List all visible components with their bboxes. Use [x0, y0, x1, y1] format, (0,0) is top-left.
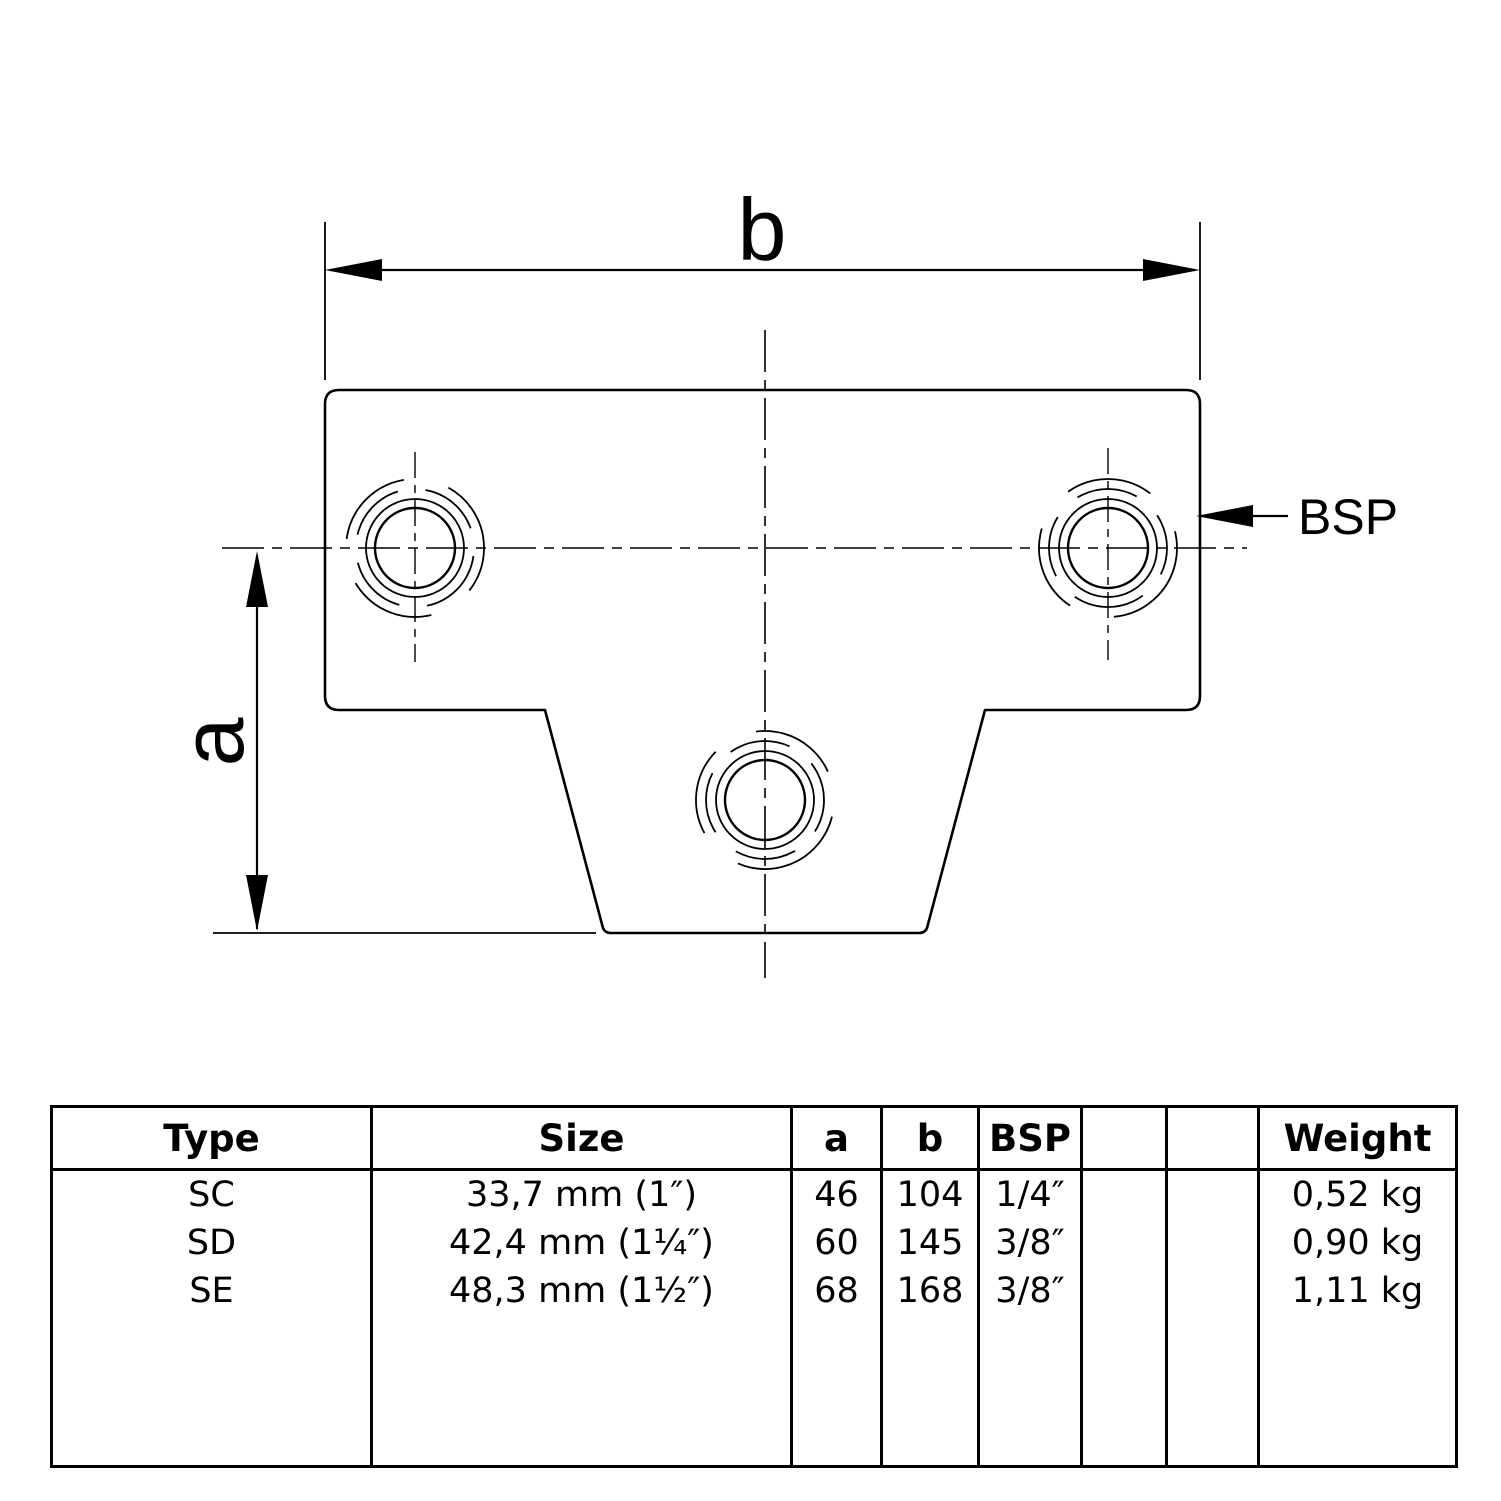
dim-a-label: a: [163, 717, 262, 766]
cell-bsp: 3/8″: [977, 1267, 1083, 1315]
hole-right-thread-outer: [1038, 478, 1178, 618]
hole-left-bore: [373, 506, 457, 590]
cell-type: SD: [50, 1219, 373, 1267]
header-col6: [1080, 1106, 1168, 1171]
table-filler-cell: [977, 1315, 1083, 1467]
cell-col6: [1080, 1219, 1168, 1267]
table-row: SD 42,4 mm (1¼″) 60 145 3/8″ 0,90 kg: [50, 1219, 1458, 1267]
table-row: SE 48,3 mm (1½″) 68 168 3/8″ 1,11 kg: [50, 1267, 1458, 1315]
header-bsp: BSP: [977, 1106, 1083, 1171]
cell-weight: 0,90 kg: [1257, 1219, 1458, 1267]
hole-right-bore: [1066, 506, 1150, 590]
cell-type: SC: [50, 1169, 373, 1219]
spec-table: Type Size a b BSP Weight SC 33,7 mm (1″)…: [50, 1105, 1458, 1468]
cell-bsp: 3/8″: [977, 1219, 1083, 1267]
hole-left: [345, 478, 485, 618]
dimension-a: a: [163, 551, 596, 934]
cell-col6: [1080, 1267, 1168, 1315]
cell-col7: [1165, 1267, 1260, 1315]
header-col7: [1165, 1106, 1260, 1171]
dim-b-arrowhead-left: [325, 259, 382, 281]
table-filler-row: [50, 1315, 1458, 1467]
cell-col6: [1080, 1169, 1168, 1219]
table-filler-cell: [1257, 1315, 1458, 1467]
dim-b-arrowhead-right: [1143, 259, 1200, 281]
cell-col7: [1165, 1219, 1260, 1267]
bsp-label: BSP: [1298, 489, 1398, 545]
hole-right-thread-inner: [1048, 488, 1168, 608]
bsp-arrowhead: [1196, 505, 1253, 527]
table-filler-cell: [1165, 1315, 1260, 1467]
hole-left-thread-outer: [345, 478, 485, 618]
dim-a-arrowhead-top: [246, 551, 268, 607]
bsp-callout: BSP: [1196, 489, 1398, 545]
hole-bottom-chamfer: [715, 750, 815, 850]
header-type: Type: [50, 1106, 373, 1171]
hole-bottom-bore: [723, 758, 807, 842]
table-header-row: Type Size a b BSP Weight: [50, 1106, 1458, 1171]
table-filler-cell: [790, 1315, 883, 1467]
cell-b: 145: [880, 1219, 980, 1267]
cell-a: 68: [790, 1267, 883, 1315]
table-filler-cell: [1080, 1315, 1168, 1467]
dimension-b: b: [324, 180, 1201, 380]
hole-bottom-thread-inner: [705, 740, 825, 860]
cell-b: 104: [880, 1169, 980, 1219]
centerlines: [222, 330, 1247, 978]
hole-left-chamfer: [365, 498, 465, 598]
table-filler-cell: [370, 1315, 793, 1467]
hole-right: [1038, 478, 1178, 618]
cell-a: 60: [790, 1219, 883, 1267]
cell-weight: 0,52 kg: [1257, 1169, 1458, 1219]
table-row: SC 33,7 mm (1″) 46 104 1/4″ 0,52 kg: [50, 1169, 1458, 1219]
header-a: a: [790, 1106, 883, 1171]
header-b: b: [880, 1106, 980, 1171]
header-weight: Weight: [1257, 1106, 1458, 1171]
table-filler-cell: [50, 1315, 373, 1467]
cell-weight: 1,11 kg: [1257, 1267, 1458, 1315]
dim-a-arrowhead-bottom: [246, 875, 268, 931]
hole-left-thread-inner: [355, 488, 475, 608]
hole-bottom-thread-outer: [695, 730, 835, 870]
cell-a: 46: [790, 1169, 883, 1219]
cell-size: 42,4 mm (1¼″): [370, 1219, 793, 1267]
cell-col7: [1165, 1169, 1260, 1219]
hole-right-chamfer: [1058, 498, 1158, 598]
cell-type: SE: [50, 1267, 373, 1315]
cell-size: 48,3 mm (1½″): [370, 1267, 793, 1315]
cell-size: 33,7 mm (1″): [370, 1169, 793, 1219]
cell-b: 168: [880, 1267, 980, 1315]
technical-drawing: b a BSP: [163, 180, 1398, 978]
dim-b-label: b: [738, 180, 787, 279]
header-size: Size: [370, 1106, 793, 1171]
table-filler-cell: [880, 1315, 980, 1467]
cell-bsp: 1/4″: [977, 1169, 1083, 1219]
hole-bottom: [695, 730, 835, 870]
part-outline: [323, 388, 1202, 935]
